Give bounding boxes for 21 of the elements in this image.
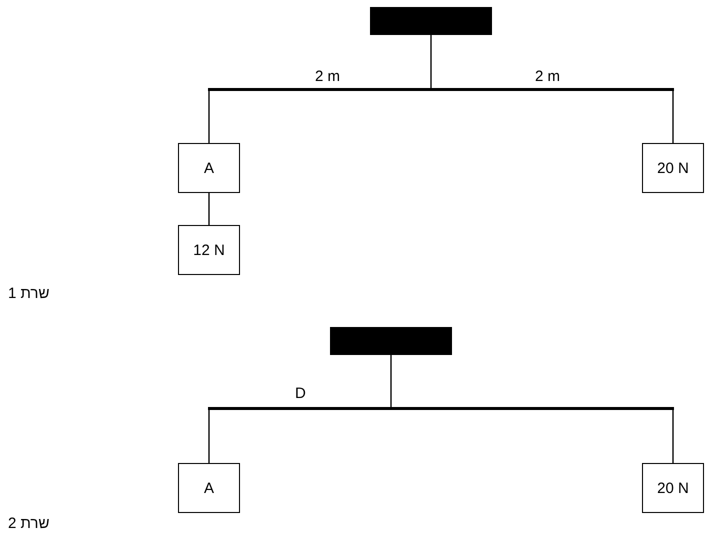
ceiling-block <box>370 7 492 35</box>
string-line <box>208 193 210 225</box>
string-line <box>390 355 392 407</box>
string-line <box>430 35 432 88</box>
dimension-label: 2 m <box>535 68 560 85</box>
figure-caption: שרת 2 <box>8 515 50 532</box>
string-line <box>208 91 210 143</box>
rod <box>208 88 674 91</box>
figure-caption: שרת 1 <box>8 285 50 302</box>
weight-box: 20 N <box>642 463 704 513</box>
dimension-label: 2 m <box>315 68 340 85</box>
ceiling-block <box>330 327 452 355</box>
weight-box: 20 N <box>642 143 704 193</box>
string-line <box>672 91 674 143</box>
weight-box: A <box>178 463 240 513</box>
weight-box: A <box>178 143 240 193</box>
string-line <box>672 410 674 463</box>
rod <box>208 407 674 410</box>
point-label: D <box>295 385 306 402</box>
weight-box: 12 N <box>178 225 240 275</box>
string-line <box>208 410 210 463</box>
